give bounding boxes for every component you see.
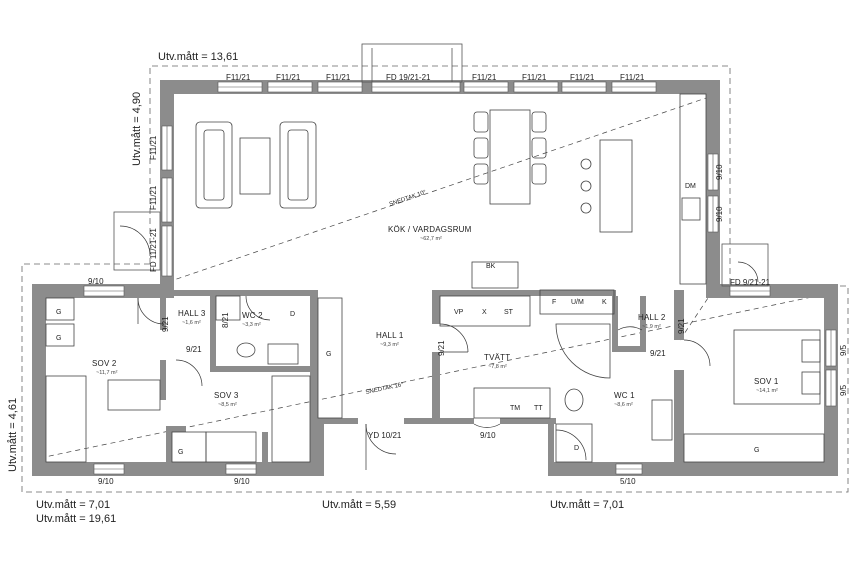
window-label: YD 10/21 xyxy=(368,431,402,440)
label-dm: DM xyxy=(685,183,696,190)
window-label: 9/10 xyxy=(234,477,250,486)
room-kok-area: ~62,7 m² xyxy=(420,236,442,242)
door-label: 9/21 xyxy=(677,318,686,334)
room-sov3-area: ~8,5 m² xyxy=(218,402,237,408)
slope-label-16: SNEDTAK 16° xyxy=(365,382,405,396)
label-tt: TT xyxy=(534,405,543,412)
room-wc1-name: WC 1 xyxy=(614,391,635,400)
room-hall2-area: ~1,9 m² xyxy=(642,324,661,330)
label-x: X xyxy=(482,309,487,316)
window-label: FD 11/21-21 xyxy=(149,228,158,272)
window-label: 9/10 xyxy=(715,164,724,180)
window-label: F11/21 xyxy=(276,73,301,82)
room-tvatt-name: TVÄTT xyxy=(484,353,510,362)
label-f: F xyxy=(552,299,556,306)
label-g: G xyxy=(326,351,331,358)
door-label: 9/21 xyxy=(650,349,666,358)
envelope-outline xyxy=(21,65,849,493)
label-d: D xyxy=(574,445,579,452)
label-g: G xyxy=(56,335,61,342)
room-sov2-area: ~11,7 m² xyxy=(96,370,118,376)
label-g: G xyxy=(754,447,759,454)
door-label: 8/21 xyxy=(221,312,230,328)
room-sov1-name: SOV 1 xyxy=(754,377,779,386)
room-hall3-area: ~1,6 m² xyxy=(182,320,201,326)
living-furniture xyxy=(195,93,707,289)
window-label: 9/10 xyxy=(88,277,104,286)
room-wc2-name: WC 2 xyxy=(242,311,263,320)
room-hall3-name: HALL 3 xyxy=(178,309,206,318)
room-hall2-name: HALL 2 xyxy=(638,313,666,322)
room-sov3-name: SOV 3 xyxy=(214,391,239,400)
window-label: F11/21 xyxy=(570,73,595,82)
label-d: D xyxy=(290,311,295,318)
room-hall1-name: HALL 1 xyxy=(376,331,404,340)
room-tvatt-area: ~7,8 m² xyxy=(488,364,507,370)
label-g: G xyxy=(178,449,183,456)
window-label: F11/21 xyxy=(326,73,351,82)
slope-label-10: SNEDTAK 10° xyxy=(389,189,428,207)
dim-bottom-center: Utv.mått = 5,59 xyxy=(322,499,396,511)
window-label: F11/21 xyxy=(149,185,158,210)
interior-walls xyxy=(160,290,684,476)
window-label: 9/10 xyxy=(715,206,724,222)
patio-door-frame xyxy=(113,43,769,287)
room-sov1-area: ~14,1 m² xyxy=(756,388,778,394)
room-hall1-area: ~9,3 m² xyxy=(380,342,399,348)
room-wc1-area: ~8,6 m² xyxy=(614,402,633,408)
window-label: FD 19/21-21 xyxy=(386,73,431,82)
window-label: F11/21 xyxy=(472,73,497,82)
dim-left-lower: Utv.mått = 4,61 xyxy=(7,398,19,472)
room-kok-name: KÖK / VARDAGSRUM xyxy=(388,225,472,234)
door-label: 9/21 xyxy=(161,316,170,332)
dim-left-upper: Utv.mått = 4,90 xyxy=(131,92,143,166)
window-label: F11/21 xyxy=(226,73,251,82)
window-label: F11/21 xyxy=(620,73,645,82)
window-label: 9/10 xyxy=(480,431,496,440)
room-sov2-name: SOV 2 xyxy=(92,359,117,368)
window-label: FD 9/21-21 xyxy=(730,278,771,287)
room-wc2-area: ~3,3 m² xyxy=(242,322,261,328)
door-label: 9/21 xyxy=(186,345,202,354)
door-label: 9/21 xyxy=(437,340,446,356)
door-swings xyxy=(119,225,759,470)
window-label: F11/21 xyxy=(522,73,547,82)
dim-bottom-right: Utv.mått = 7,01 xyxy=(550,499,624,511)
label-um: U/M xyxy=(571,299,584,306)
dim-bottom-left-b: Utv.mått = 19,61 xyxy=(36,513,116,525)
window-label: F11/21 xyxy=(149,135,158,160)
window-label: 9/5 xyxy=(839,344,848,356)
dim-bottom-left-a: Utv.mått = 7,01 xyxy=(36,499,110,511)
label-k: K xyxy=(602,299,607,306)
window-label: 5/10 xyxy=(620,477,636,486)
window-label: 9/10 xyxy=(98,477,114,486)
window-openings xyxy=(83,81,837,475)
label-bk: BK xyxy=(486,263,496,270)
dim-top: Utv.mått = 13,61 xyxy=(158,51,238,63)
label-st: ST xyxy=(504,309,514,316)
label-vp: VP xyxy=(454,309,464,316)
room-furniture xyxy=(45,289,825,463)
window-label: 9/5 xyxy=(839,384,848,396)
label-tm: TM xyxy=(510,405,520,412)
label-g: G xyxy=(56,309,61,316)
